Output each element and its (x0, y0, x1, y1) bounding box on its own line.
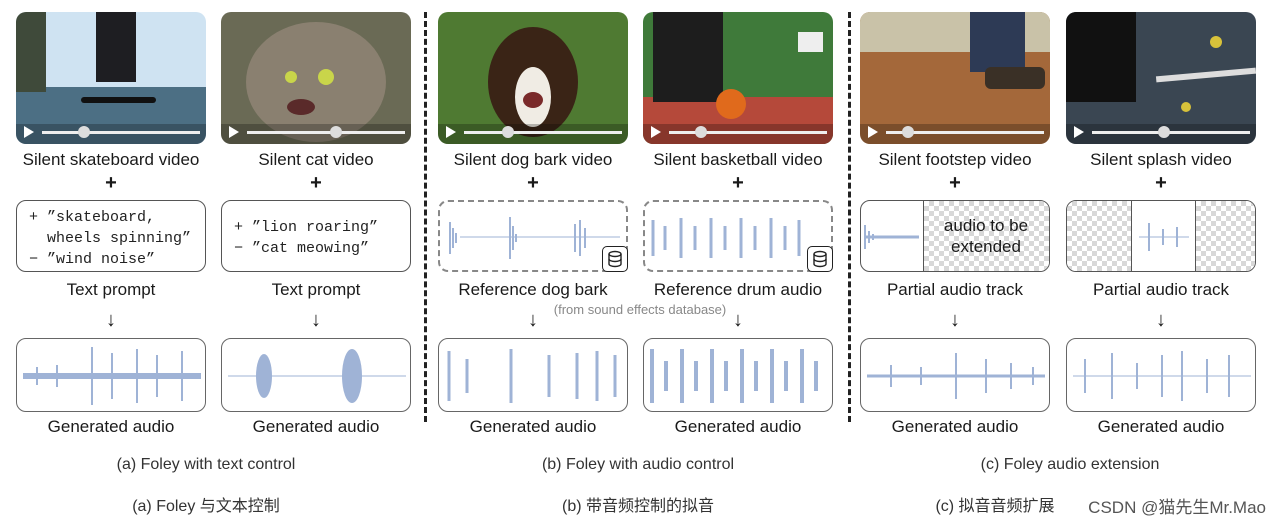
reference-dog-caption: Reference dog bark (458, 280, 608, 299)
basketball-video-thumbnail[interactable] (643, 12, 833, 144)
generated-audio-box[interactable] (643, 338, 833, 412)
video-caption: Silent dog bark video (453, 150, 613, 169)
reference-drum-audio-box (643, 200, 833, 272)
reference-waveform (651, 218, 801, 258)
database-icon (602, 246, 628, 272)
generated-audio-box[interactable] (860, 338, 1050, 412)
database-note: (from sound effects database) (553, 302, 727, 317)
generated-audio-caption: Generated audio (469, 417, 597, 436)
plus-sign: + (527, 172, 539, 194)
generated-waveform (1073, 351, 1251, 401)
generated-audio-box[interactable] (438, 338, 628, 412)
partial-audio-box-splash (1066, 200, 1256, 272)
section-divider (848, 12, 851, 422)
generated-audio-caption: Generated audio (252, 417, 380, 436)
down-arrow-icon: ↓ (528, 309, 538, 331)
plus-sign: + (105, 172, 117, 194)
partial-waveform (1139, 223, 1189, 251)
cat-video-thumbnail[interactable] (221, 12, 411, 144)
database-icon (807, 246, 833, 272)
generated-waveform (23, 347, 201, 405)
extension-region (923, 201, 1049, 271)
section-title-b: (b) Foley with audio control (541, 456, 735, 473)
video-caption: Silent splash video (1090, 150, 1232, 169)
partial-waveform (864, 225, 919, 249)
text-prompt-content: + ”lion roaring” − ”cat meowing” (234, 219, 379, 257)
footstep-video-thumbnail[interactable] (860, 12, 1050, 144)
partial-audio-box-footstep: audio to be extended (860, 200, 1050, 272)
reference-dog-bark-box (438, 200, 628, 272)
video-caption: Silent cat video (258, 150, 374, 169)
generated-audio-box[interactable] (16, 338, 206, 412)
video-caption: Silent basketball video (653, 150, 823, 169)
generated-audio-box[interactable] (1066, 338, 1256, 412)
reference-waveform (449, 217, 620, 259)
down-arrow-icon: ↓ (106, 309, 116, 331)
text-prompt-box-cat: + ”lion roaring” − ”cat meowing” (221, 200, 411, 272)
generated-waveform (447, 349, 617, 403)
partial-audio-caption: Partial audio track (886, 280, 1024, 299)
watermark: CSDN @猫先生Mr.Mao (1088, 498, 1266, 517)
plus-sign: + (949, 172, 961, 194)
skateboard-video-thumbnail[interactable] (16, 12, 206, 144)
down-arrow-icon: ↓ (733, 309, 743, 331)
section-title-a: (a) Foley with text control (116, 456, 296, 473)
video-caption: Silent skateboard video (22, 150, 200, 169)
reference-drum-caption: Reference drum audio (653, 280, 823, 299)
generated-waveform (867, 353, 1045, 399)
generated-audio-caption: Generated audio (891, 417, 1019, 436)
plus-sign: + (310, 172, 322, 194)
plus-sign: + (1155, 172, 1167, 194)
section-divider (424, 12, 427, 422)
fill-region (1195, 201, 1255, 271)
generated-waveform (228, 349, 406, 403)
down-arrow-icon: ↓ (1156, 309, 1166, 331)
down-arrow-icon: ↓ (950, 309, 960, 331)
dog-video-thumbnail[interactable] (438, 12, 628, 144)
section-title-b-zh: (b) 带音频控制的拟音 (561, 498, 714, 515)
section-title-a-zh: (a) Foley 与文本控制 (132, 498, 280, 515)
down-arrow-icon: ↓ (311, 309, 321, 331)
plus-sign: + (732, 172, 744, 194)
audio-to-extend-label: audio to be extended (943, 216, 1029, 256)
generated-waveform (650, 349, 818, 403)
generated-audio-caption: Generated audio (674, 417, 802, 436)
section-title-c-zh: (c) 拟音音频扩展 (935, 498, 1055, 515)
partial-audio-caption: Partial audio track (1092, 280, 1230, 299)
text-prompt-content: + ”skateboard, wheels spinning” − ”wind … (29, 209, 192, 268)
generated-audio-caption: Generated audio (1097, 417, 1225, 436)
section-title-c: (c) Foley audio extension (980, 456, 1160, 473)
splash-video-thumbnail[interactable] (1066, 12, 1256, 144)
generated-audio-box[interactable] (221, 338, 411, 412)
text-prompt-caption: Text prompt (271, 280, 361, 299)
text-prompt-box-skateboard: + ”skateboard, wheels spinning” − ”wind … (16, 200, 206, 272)
fill-region (1067, 201, 1132, 271)
text-prompt-caption: Text prompt (66, 280, 156, 299)
video-caption: Silent footstep video (878, 150, 1032, 169)
generated-audio-caption: Generated audio (47, 417, 175, 436)
